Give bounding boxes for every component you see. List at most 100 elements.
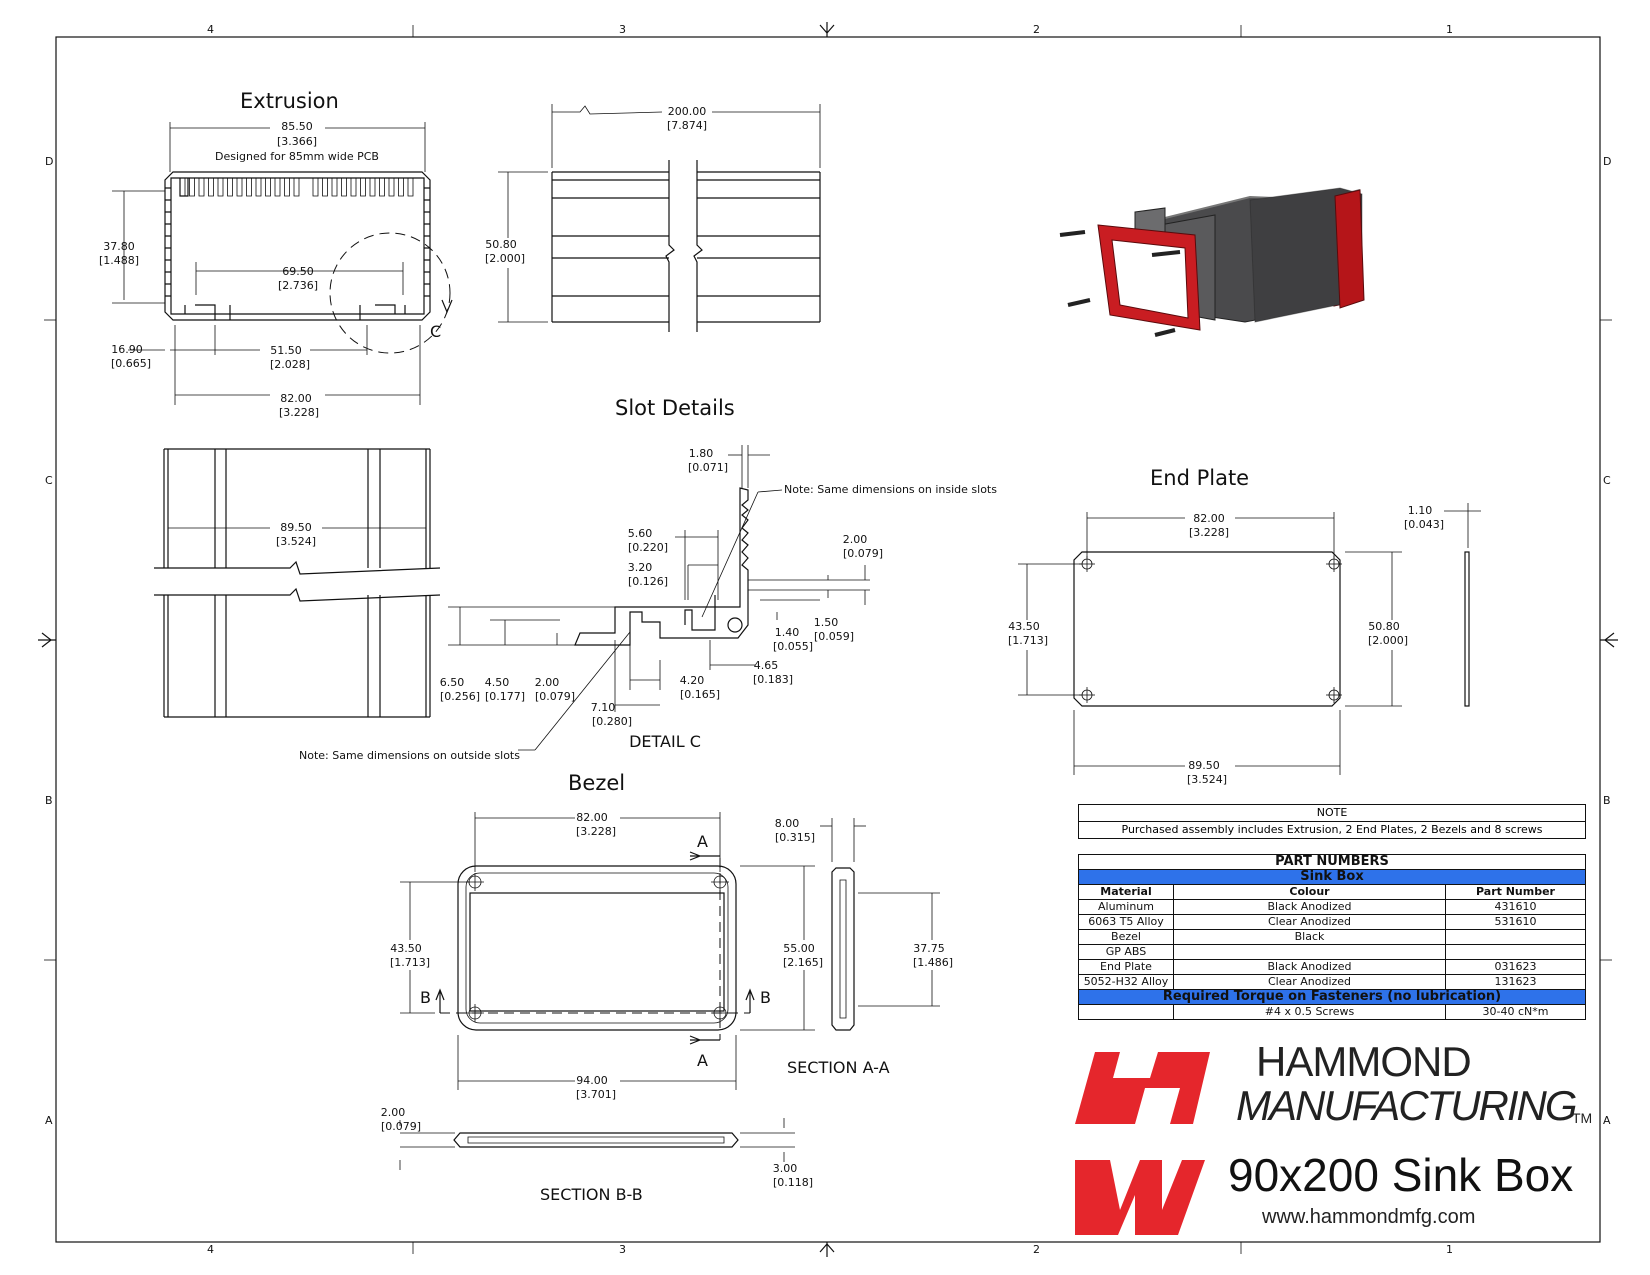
bezel-inner-dim: 37.75: [913, 942, 945, 955]
slot-spacing-dim-in: [2.028]: [270, 358, 310, 371]
torque-item: #4 x 0.5 Screws: [1173, 1004, 1446, 1020]
part-numbers-table: PART NUMBERS Sink Box Material Colour Pa…: [1078, 854, 1586, 1020]
slot-dim-1-in: [0.071]: [688, 461, 728, 474]
bezel-overall-dim: 94.00: [576, 1074, 608, 1087]
bezel-inner-dim-in: [1.486]: [913, 956, 953, 969]
side-length-dim-in: [7.874]: [667, 119, 707, 132]
extrusion-fin: [398, 178, 404, 197]
torque-value: 30-40 cN*m: [1445, 1004, 1586, 1020]
detail-c-label: C: [430, 322, 441, 341]
section-a-bottom-label: A: [697, 1051, 708, 1070]
bezel-depth-dim: 8.00: [775, 817, 800, 830]
assembly-illustration: [1059, 187, 1365, 337]
zone-col-2-top: 2: [1033, 23, 1040, 36]
slot-dim-6: 1.40: [775, 626, 800, 639]
outside-slots-note: Note: Same dimensions on outside slots: [299, 749, 520, 762]
end-plate-width-dim: 82.00: [1193, 512, 1225, 525]
detail-c-title: DETAIL C: [629, 732, 701, 751]
extrusion-inner-dim-in: [2.736]: [278, 279, 318, 292]
zone-ticks: [44, 25, 1612, 1254]
material-cell: End Plate: [1078, 959, 1174, 975]
slot-dim-11-in: [0.177]: [485, 690, 525, 703]
colour-cell: Clear Anodized: [1173, 974, 1446, 990]
extrusion-title: Extrusion: [240, 89, 339, 113]
inside-slots-note: Note: Same dimensions on inside slots: [784, 483, 997, 496]
zone-col-1-bottom: 1: [1446, 1243, 1453, 1256]
bezel-hole-dim-in: [1.713]: [390, 956, 430, 969]
end-plate-drawing: [1073, 551, 1470, 707]
slot-dim-10-in: [0.256]: [440, 690, 480, 703]
bezel-thick-dim: 3.00: [773, 1162, 798, 1175]
slot-dim-8-in: [0.165]: [680, 688, 720, 701]
note-title: NOTE: [1316, 806, 1348, 819]
slot-dim-10: 6.50: [440, 676, 465, 689]
extrusion-fin: [198, 178, 205, 197]
slot-dim-6-in: [0.055]: [773, 640, 813, 653]
extrusion-fin: [369, 178, 376, 197]
colour-cell: Black Anodized: [1173, 899, 1446, 915]
slot-dim-11: 4.50: [485, 676, 510, 689]
bezel-height-dim-in: [2.165]: [783, 956, 823, 969]
zone-col-2-bottom: 2: [1033, 1243, 1040, 1256]
part-cell: 131623: [1445, 974, 1586, 990]
parts-title: PART NUMBERS: [1078, 854, 1586, 870]
slot-dim-9-in: [0.280]: [592, 715, 632, 728]
end-plate-overall-dim: 89.50: [1188, 759, 1220, 772]
brand-line-2: MANUFACTURING: [1236, 1082, 1578, 1129]
extrusion-fin: [265, 178, 271, 197]
parts-subtitle: Sink Box: [1078, 869, 1586, 885]
zone-col-3-top: 3: [619, 23, 626, 36]
end-plate-overall-dim-in: [3.524]: [1187, 773, 1227, 786]
slot-details-title: Slot Details: [615, 396, 735, 420]
end-plate-height-dim-in: [2.000]: [1368, 634, 1408, 647]
colour-cell: Black Anodized: [1173, 959, 1446, 975]
slot-offset-dim: 16.90: [111, 343, 143, 356]
section-bb-title: SECTION B-B: [540, 1185, 643, 1204]
bezel-thick-dim-in: [0.118]: [773, 1176, 813, 1189]
pcb-note: Designed for 85mm wide PCB: [215, 150, 379, 163]
extrusion-fin: [312, 178, 319, 197]
slot-dim-8: 4.20: [680, 674, 705, 687]
extrusion-fin: [293, 178, 300, 197]
end-plate-thick-dim-in: [0.043]: [1404, 518, 1444, 531]
torque-title: Required Torque on Fasteners (no lubrica…: [1078, 989, 1586, 1005]
part-cell: [1445, 944, 1586, 960]
website-url: www.hammondmfg.com: [1262, 1206, 1476, 1228]
bezel-lip-dim: 2.00: [381, 1106, 406, 1119]
section-a-top-label: A: [697, 832, 708, 851]
material-cell: 5052-H32 Alloy: [1078, 974, 1174, 990]
extrusion-fin: [341, 178, 347, 197]
detail-c-drawing: [574, 487, 749, 646]
zone-row-a-left: A: [45, 1114, 53, 1127]
slot-dim-1: 1.80: [689, 447, 714, 460]
part-cell: [1445, 929, 1586, 945]
extrusion-fin: [322, 178, 328, 197]
extrusion-fin: [284, 178, 290, 197]
base-width-dim: 82.00: [280, 392, 312, 405]
extrusion-fin: [388, 178, 395, 197]
colour-cell: Clear Anodized: [1173, 914, 1446, 930]
brand-line-1: HAMMOND: [1256, 1038, 1472, 1085]
extrusion-fin: [379, 178, 385, 197]
extrusion-fin: [236, 178, 243, 197]
extrusion-height-dim: 37.80: [103, 240, 135, 253]
extrusion-fin: [360, 178, 366, 197]
end-plate-title: End Plate: [1150, 466, 1249, 490]
zone-row-b-left: B: [45, 794, 53, 807]
part-cell: 031623: [1445, 959, 1586, 975]
slot-dim-3: 3.20: [628, 561, 653, 574]
detail-c-circle: [329, 232, 451, 354]
zone-row-c-left: C: [45, 474, 53, 487]
note-text: Purchased assembly includes Extrusion, 2…: [1079, 821, 1585, 838]
bezel-depth-dim-in: [0.315]: [775, 831, 815, 844]
zone-row-a-right: A: [1603, 1114, 1611, 1127]
slot-dim-3-in: [0.126]: [628, 575, 668, 588]
extrusion-fin: [331, 178, 338, 197]
bezel-height-dim: 55.00: [783, 942, 815, 955]
end-plate-hole-dim: 43.50: [1008, 620, 1040, 633]
base-width-dim-in: [3.228]: [279, 406, 319, 419]
extrusion-fin: [189, 178, 195, 197]
center-markers: [38, 22, 1618, 1257]
